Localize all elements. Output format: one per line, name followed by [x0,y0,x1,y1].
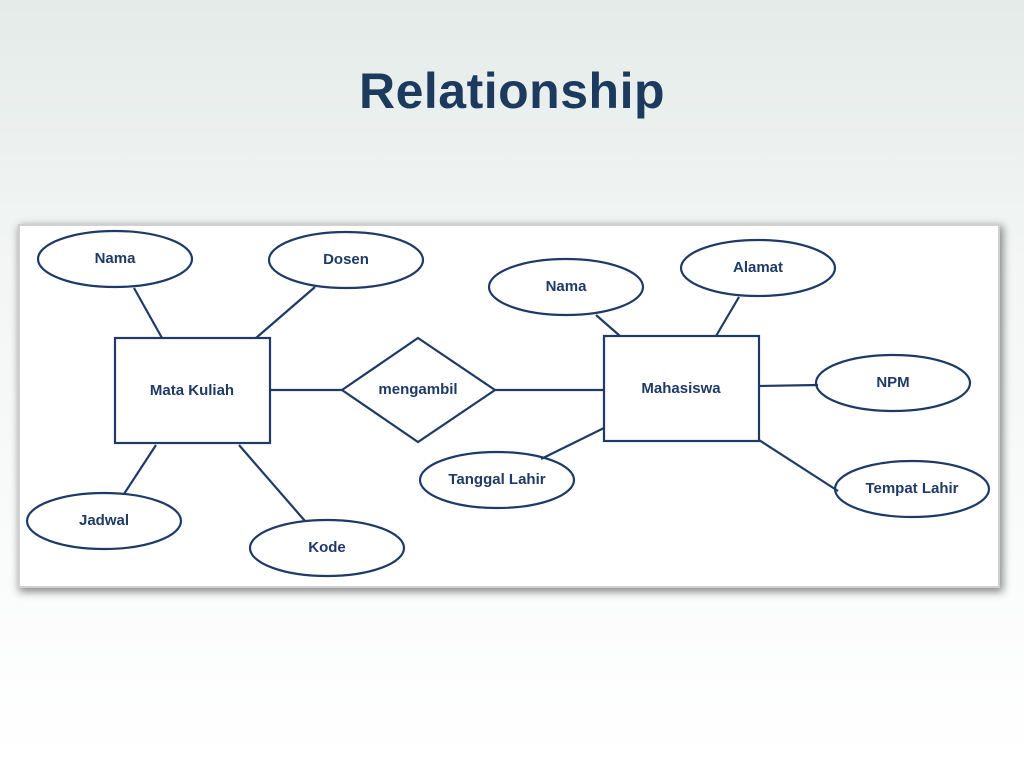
attribute-alamat-ellipse [679,238,837,298]
er-diagram-canvas: Mata Kuliah Mahasiswa mengambil Nama Dos… [25,229,991,578]
attribute-tanggal-lahir-label: Tanggal Lahir [448,471,545,488]
attribute-dosen-label: Dosen [323,251,369,268]
attribute-nama-mahasiswa-ellipse [487,257,645,317]
connector-line [715,296,740,337]
attribute-dosen-ellipse [267,230,425,290]
attribute-npm-label: NPM [876,374,909,391]
connector-line [255,286,316,339]
attribute-nama-label: Nama [95,250,137,267]
attribute-tempat-lahir-label: Tempat Lahir [865,480,958,497]
er-diagram: Mata Kuliah Mahasiswa mengambil Nama Dos… [20,226,998,586]
entity-mahasiswa-label: Mahasiswa [641,380,721,397]
attribute-jadwal-ellipse [25,491,183,551]
connector-line [123,444,157,495]
connector-line [595,314,621,337]
entity-mahasiswa-box [602,334,761,443]
attribute-tanggal-lahir-ellipse [418,450,576,510]
attribute-kode-label: Kode [308,539,346,556]
relationship-diamond [340,336,497,444]
entity-mata-kuliah-box [113,336,272,445]
attribute-npm-ellipse [814,353,972,413]
attribute-kode-ellipse [248,518,406,578]
connector-line [238,444,306,522]
connector-line [133,287,163,339]
connector-line [758,383,819,388]
attribute-alamat-label: Alamat [733,259,783,276]
attribute-nama-ellipse [36,229,194,289]
relationship-label: mengambil [378,381,457,398]
entity-mata-kuliah-label: Mata Kuliah [150,382,234,399]
connector-line [758,439,839,492]
slide-title: Relationship [358,63,666,119]
attribute-jadwal-label: Jadwal [79,512,129,529]
attribute-nama-mahasiswa-label: Nama [546,278,588,295]
attribute-tempat-lahir-ellipse [833,459,991,519]
connector-line [540,427,605,460]
